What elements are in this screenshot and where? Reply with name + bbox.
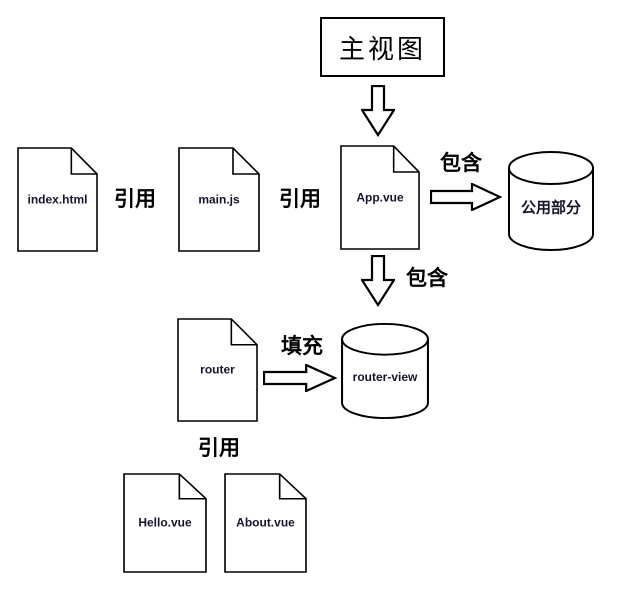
document-label: router — [200, 362, 235, 377]
edge-label-ref-router-children: 引用 — [198, 437, 240, 460]
document-hello-vue: Hello.vue — [123, 473, 207, 573]
cylinder-label: router-view — [352, 369, 418, 384]
edge-label-ref-index-main: 引用 — [114, 188, 156, 211]
document-router: router — [177, 318, 258, 422]
cylinder-router-view: router-view — [340, 322, 430, 420]
arrow-down-appvue-to-routerview — [361, 255, 395, 307]
document-main-js: main.js — [178, 147, 260, 252]
edge-label-contains-router-view: 包含 — [406, 267, 448, 290]
cylinder-icon — [341, 322, 429, 420]
document-icon — [17, 147, 98, 252]
arrow-down-title-to-appvue — [361, 85, 395, 137]
arrow-right-appvue-to-common — [430, 183, 502, 211]
block-arrow-right-icon — [263, 364, 337, 392]
main-view-box: 主视图 — [320, 17, 445, 77]
document-about-vue: About.vue — [224, 473, 307, 573]
document-icon — [123, 473, 207, 573]
document-label: Hello.vue — [138, 515, 192, 530]
document-icon — [178, 147, 260, 252]
document-label: About.vue — [236, 515, 295, 530]
block-arrow-down-icon — [361, 255, 395, 307]
cylinder-common-part: 公用部分 — [507, 150, 595, 252]
arrow-right-router-to-routerview — [263, 364, 337, 392]
document-index-html: index.html — [17, 147, 98, 252]
edge-label-contains-common: 包含 — [440, 152, 482, 175]
document-label: main.js — [198, 191, 240, 206]
edge-label-fill: 填充 — [281, 335, 323, 358]
document-icon — [340, 145, 420, 250]
block-arrow-right-icon — [430, 183, 502, 211]
document-label: App.vue — [356, 189, 404, 204]
block-arrow-down-icon — [361, 85, 395, 137]
cylinder-label: 公用部分 — [520, 199, 581, 217]
document-label: index.html — [27, 191, 88, 206]
edge-label-ref-main-app: 引用 — [279, 188, 321, 211]
cylinder-icon — [508, 151, 594, 251]
document-app-vue: App.vue — [340, 145, 420, 250]
document-icon — [224, 473, 307, 573]
main-view-label: 主视图 — [338, 33, 426, 64]
document-icon — [177, 318, 258, 422]
